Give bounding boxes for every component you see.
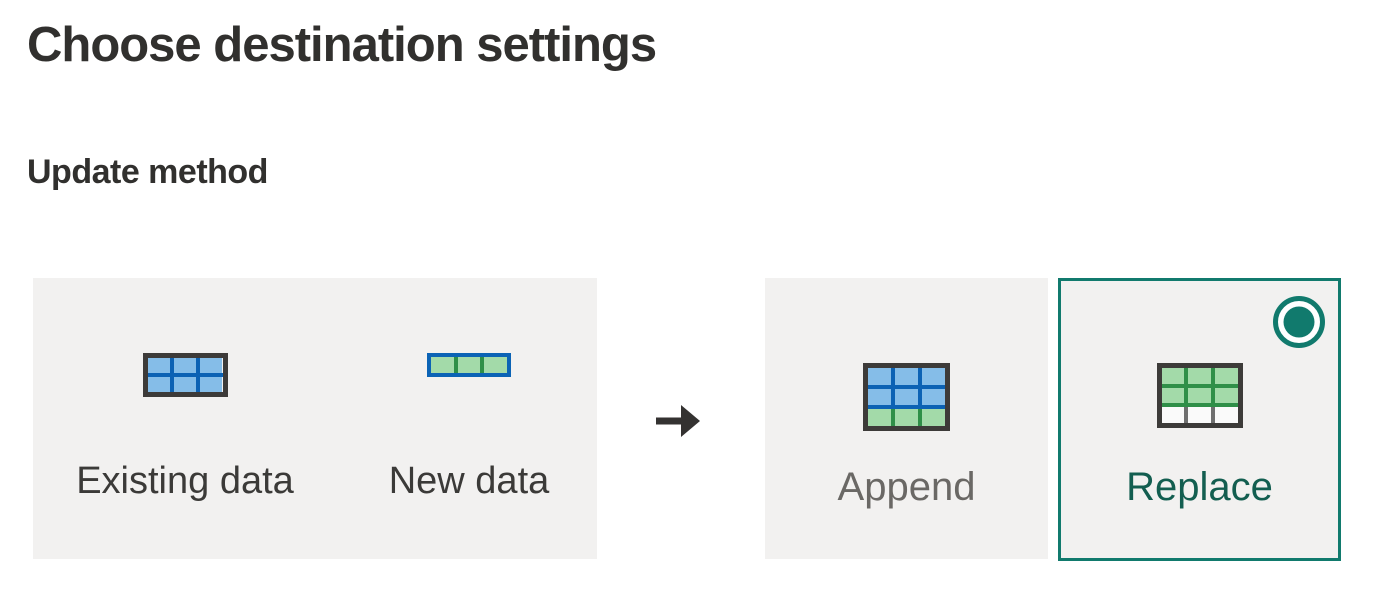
replace-icon-slot (1156, 363, 1243, 465)
right-arrow-icon (653, 396, 705, 446)
append-option-card[interactable]: Append (765, 278, 1048, 559)
replace-option-label: Replace (1126, 465, 1273, 509)
existing-data-table-icon (142, 353, 228, 397)
page-title: Choose destination settings (27, 18, 657, 72)
append-icon-slot (863, 363, 950, 465)
new-data-legend: New data (369, 278, 569, 559)
replace-table-icon (1156, 363, 1243, 428)
update-method-legend-panel: Existing data New data (33, 278, 597, 559)
append-option-label: Append (837, 465, 976, 509)
new-data-label: New data (388, 460, 550, 502)
new-data-row-icon (427, 353, 511, 377)
existing-data-label: Existing data (76, 460, 294, 502)
append-table-icon (863, 363, 950, 431)
new-data-icon-slot (427, 353, 511, 460)
replace-option-card[interactable]: Replace (1058, 278, 1341, 561)
update-method-heading: Update method (27, 153, 268, 191)
existing-data-legend: Existing data (75, 278, 295, 559)
radio-selected-icon (1273, 296, 1325, 348)
existing-data-icon-slot (142, 353, 228, 460)
